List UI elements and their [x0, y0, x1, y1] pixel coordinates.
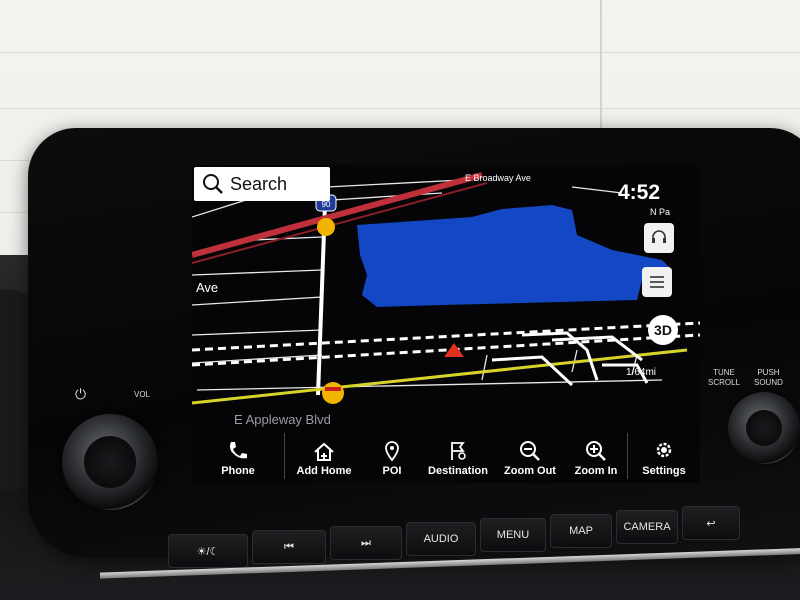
street-label-ave: Ave — [196, 280, 219, 295]
zoom-in-label: Zoom In — [574, 465, 618, 477]
toolbar-divider — [284, 433, 285, 479]
phone-button[interactable]: Phone — [192, 427, 284, 483]
highway-shield-number: 90 — [322, 200, 331, 209]
current-road-name: E Appleway Blvd — [234, 412, 331, 427]
search-button[interactable]: Search — [194, 167, 330, 201]
camera-button[interactable]: CAMERA — [616, 510, 678, 544]
push-sound-label: PUSH SOUND — [754, 368, 783, 387]
zoom-out-button[interactable]: Zoom Out — [495, 427, 565, 483]
map-canvas: 90 — [192, 172, 700, 405]
headset-icon — [652, 230, 666, 243]
settings-button[interactable]: Settings — [628, 427, 700, 483]
destination-label: Destination — [428, 465, 488, 477]
poi-button[interactable]: POI — [363, 427, 421, 483]
wall-mortar-line — [0, 52, 800, 53]
volume-knob-center — [84, 436, 136, 488]
infotainment-screen: 90 E Broadway Ave Ave Search 4:52 N Pa — [192, 165, 700, 483]
compass-heading: N Pa — [649, 207, 670, 217]
wall-corner — [600, 0, 602, 160]
tune-knob-center — [746, 410, 782, 446]
settings-label: Settings — [642, 465, 686, 477]
previous-track-button[interactable]: ⏮ — [252, 530, 326, 564]
view-mode-3d-button[interactable]: 3D — [648, 315, 678, 345]
zoom-in-icon — [586, 441, 606, 461]
phone-label: Phone — [221, 465, 255, 477]
poi-pin-icon — [385, 441, 399, 462]
search-label: Search — [230, 173, 288, 194]
add-home-icon — [314, 442, 334, 461]
menu-button[interactable]: MENU — [480, 518, 546, 552]
voice-assistant-button[interactable] — [644, 223, 674, 253]
tune-scroll-label: TUNE SCROLL — [708, 368, 741, 387]
add-home-label: Add Home — [296, 465, 352, 477]
poi-label: POI — [382, 465, 402, 477]
destination-button[interactable]: Destination — [421, 427, 495, 483]
bottom-toolbar: Phone Add Home POI — [192, 427, 700, 483]
map-scale: 1/64mi — [625, 367, 656, 378]
lake-shape — [357, 205, 672, 307]
volume-label: VOL — [134, 390, 151, 399]
street-label-broadway: E Broadway Ave — [465, 173, 531, 183]
wall-mortar-line — [0, 108, 800, 109]
tune-scroll-knob[interactable] — [728, 392, 800, 464]
zoom-out-icon — [520, 441, 540, 461]
clock: 4:52 — [617, 181, 660, 204]
list-icon — [650, 276, 664, 288]
search-icon — [203, 174, 223, 194]
navigation-map[interactable]: 90 E Broadway Ave Ave Search 4:52 N Pa — [192, 165, 700, 410]
list-view-button[interactable] — [642, 267, 672, 297]
audio-button[interactable]: AUDIO — [406, 522, 476, 556]
next-track-button[interactable]: ⏭ — [330, 526, 402, 560]
destination-flag-icon — [451, 442, 466, 460]
zoom-out-label: Zoom Out — [504, 465, 556, 477]
phone-icon — [230, 442, 247, 459]
map-button[interactable]: MAP — [550, 514, 612, 548]
zoom-in-button[interactable]: Zoom In — [565, 427, 627, 483]
brightness-button[interactable]: ☀/☾ — [168, 534, 248, 568]
back-button[interactable]: ↩ — [682, 506, 740, 540]
add-home-button[interactable]: Add Home — [285, 427, 363, 483]
volume-knob[interactable] — [62, 414, 158, 510]
toolbar-divider — [627, 433, 628, 479]
power-icon: ⏻ — [75, 386, 87, 402]
gear-icon — [656, 442, 672, 458]
vehicle-position-arrow — [444, 343, 464, 357]
